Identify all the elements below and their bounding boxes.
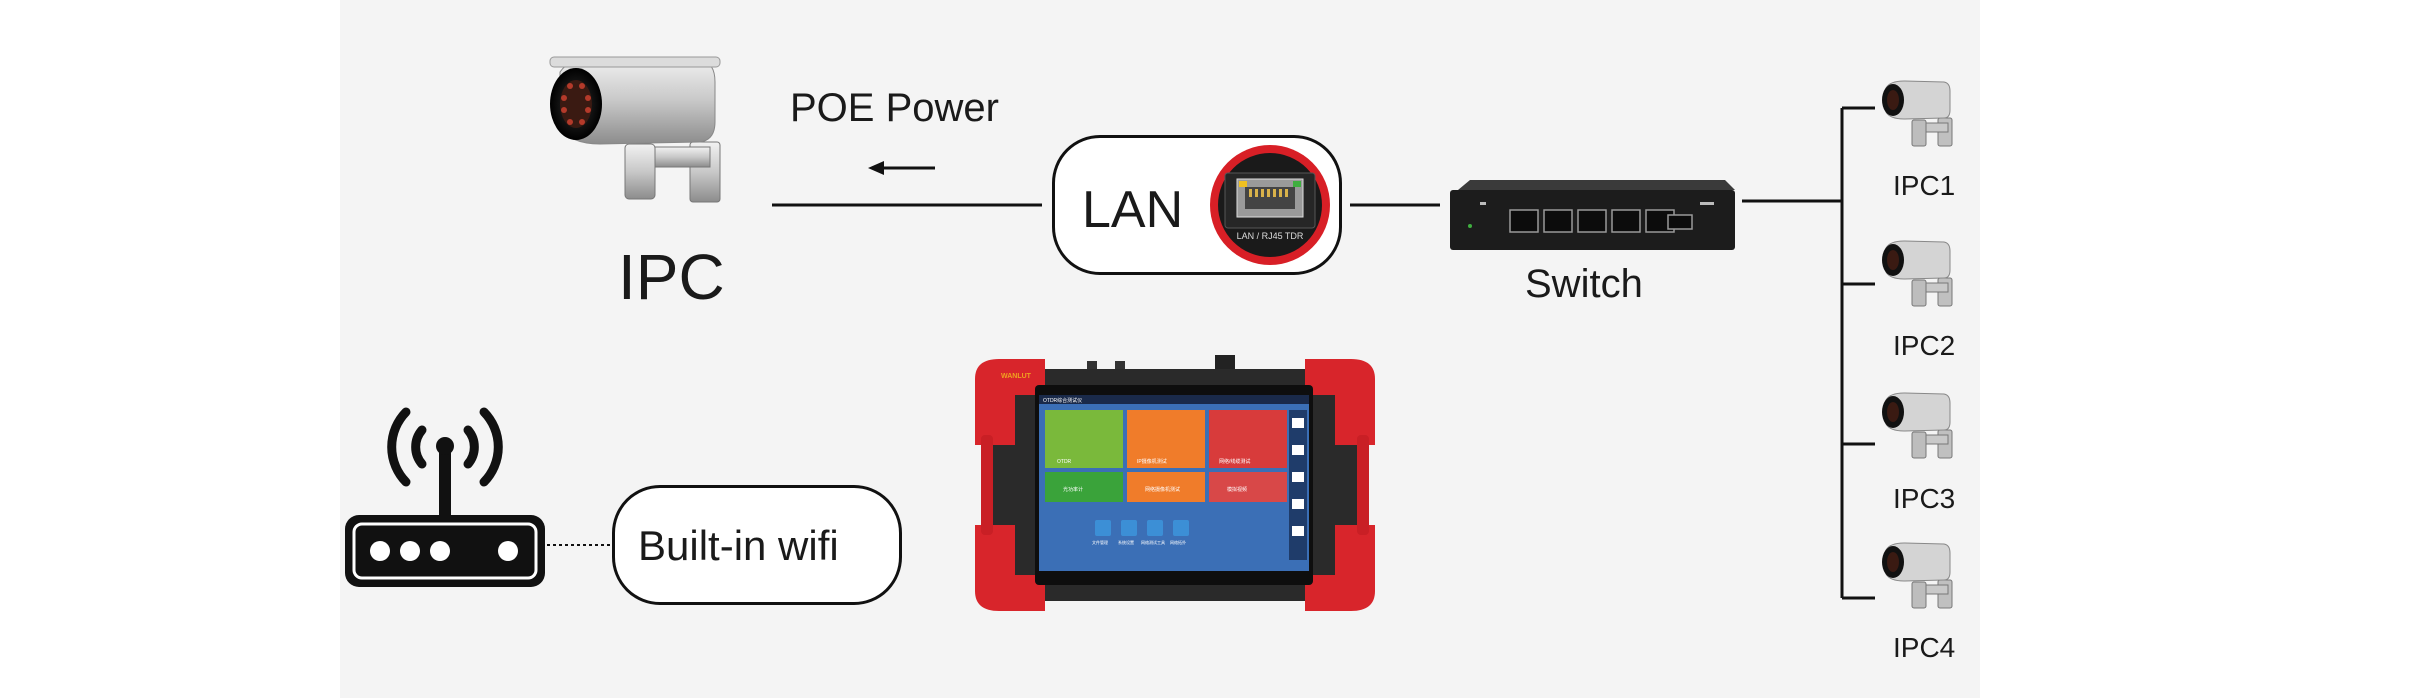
poe-power-label: POE Power [790, 86, 999, 130]
rj45-port-icon: LAN / RJ45 TDR [1210, 145, 1330, 265]
cctv-camera-icon [1881, 80, 1953, 147]
svg-text:文件管理: 文件管理 [1092, 539, 1108, 545]
arrow-left-icon [868, 161, 935, 175]
ipc-main-label: IPC [618, 241, 725, 313]
cctv-camera-icon [1881, 542, 1953, 609]
svg-text:IP摄像机测试: IP摄像机测试 [1137, 458, 1167, 465]
cctv-tester-device-icon: WANLUT OTDR综合测试仪 OTDR IP摄像机测试 网络/线缆测试 光功… [975, 355, 1375, 615]
ipc2-label: IPC2 [1893, 330, 1956, 361]
cctv-camera-icon [549, 56, 721, 203]
builtin-wifi-label: Built-in wifi [638, 522, 839, 569]
tester-screen-title: OTDR综合测试仪 [1043, 397, 1082, 404]
wifi-router-icon [345, 407, 545, 587]
cctv-camera-icon [1881, 240, 1953, 307]
svg-text:光功率计: 光功率计 [1063, 486, 1083, 493]
rj45-caption: LAN / RJ45 TDR [1237, 231, 1304, 241]
svg-text:网络/线缆测试: 网络/线缆测试 [1219, 458, 1250, 465]
ipc4-label: IPC4 [1893, 632, 1956, 663]
tester-brand: WANLUT [1001, 373, 1032, 380]
svg-text:网络拓扑: 网络拓扑 [1170, 539, 1186, 545]
svg-text:网络测试工具: 网络测试工具 [1141, 539, 1165, 545]
builtin-wifi-callout [612, 485, 902, 605]
svg-text:网络摄像机测试: 网络摄像机测试 [1145, 486, 1180, 493]
network-switch-icon [1450, 180, 1735, 250]
svg-text:系统设置: 系统设置 [1118, 539, 1134, 545]
svg-text:模拟视频: 模拟视频 [1227, 486, 1247, 493]
ipc3-label: IPC3 [1893, 483, 1956, 514]
svg-text:OTDR: OTDR [1057, 459, 1072, 465]
ipc1-label: IPC1 [1893, 170, 1956, 201]
cctv-camera-icon [1881, 392, 1953, 459]
switch-label: Switch [1525, 262, 1643, 306]
lan-label: LAN [1082, 181, 1184, 239]
